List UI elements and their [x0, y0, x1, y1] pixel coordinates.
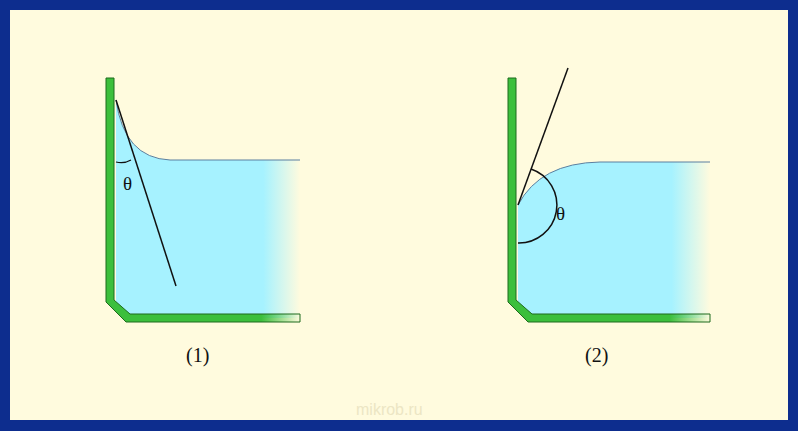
angle-label: θ: [123, 174, 132, 193]
angle-label: θ: [556, 204, 565, 223]
vessel-1: [106, 78, 300, 322]
vessel-2: [508, 68, 710, 322]
watermark: mikrob.ru: [356, 402, 423, 418]
panel: [10, 10, 788, 420]
figure-number: (1): [186, 345, 209, 365]
figure-number: (2): [585, 345, 608, 365]
